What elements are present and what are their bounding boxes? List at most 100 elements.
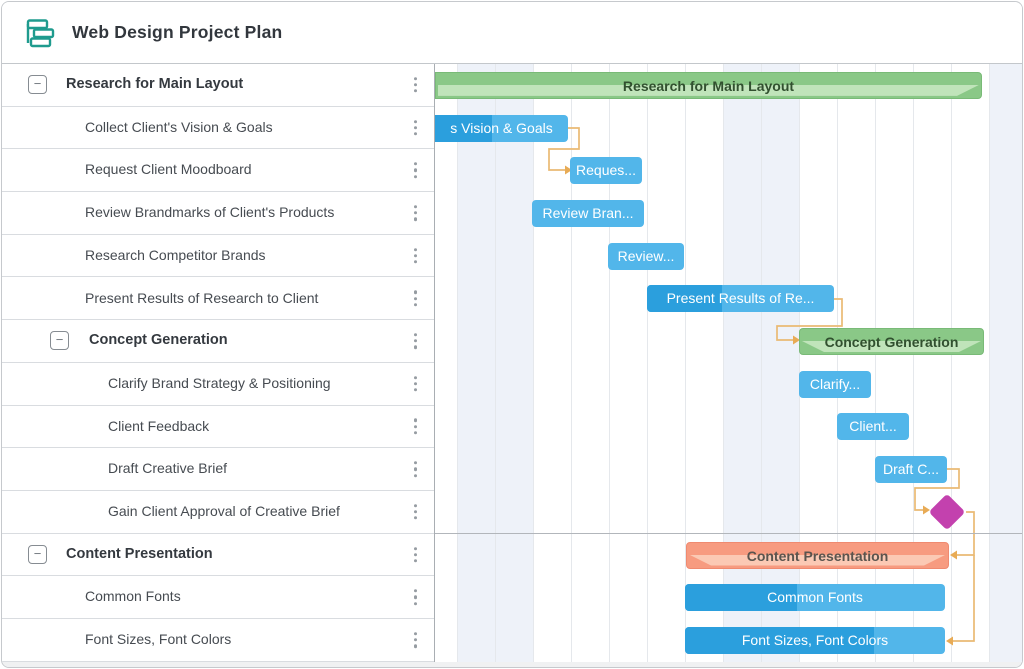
- bar-label: Client...: [849, 418, 897, 435]
- task-label: Concept Generation: [89, 332, 228, 349]
- row-menu-icon[interactable]: [411, 416, 420, 438]
- task-row: − Content Presentation: [2, 533, 434, 577]
- task-label: Gain Client Approval of Creative Brief: [108, 503, 340, 519]
- day-gridline: [723, 64, 724, 662]
- gantt-bar-task[interactable]: Common Fonts: [685, 584, 945, 612]
- collapse-button[interactable]: −: [28, 544, 47, 564]
- task-row: Collect Client's Vision & Goals: [2, 106, 434, 150]
- task-row: Request Client Moodboard: [2, 149, 434, 193]
- day-gridline: [799, 64, 800, 662]
- gantt-bar-task[interactable]: Present Results of Re...: [647, 285, 834, 313]
- bar-label: Concept Generation: [824, 334, 959, 351]
- bar-label: s Vision & Goals: [450, 119, 553, 136]
- row-menu-icon[interactable]: [411, 202, 420, 224]
- task-row: Clarify Brand Strategy & Positioning: [2, 362, 434, 406]
- task-row: Client Feedback: [2, 405, 434, 449]
- task-progress-fill: [685, 626, 874, 654]
- gantt-bar-task[interactable]: Draft C...: [875, 456, 947, 484]
- weekend-band: [989, 64, 1022, 662]
- task-row: Common Fonts: [2, 576, 434, 620]
- app-header: Web Design Project Plan: [2, 2, 1022, 64]
- bar-label: Content Presentation: [746, 547, 889, 564]
- gantt-bar-task[interactable]: Review Bran...: [532, 199, 644, 227]
- day-gridline: [647, 64, 648, 662]
- row-menu-icon[interactable]: [411, 245, 420, 267]
- task-label: Content Presentation: [66, 545, 213, 562]
- day-gridline: [989, 64, 990, 662]
- summary-remaining-strip: [802, 341, 981, 352]
- row-menu-icon[interactable]: [411, 586, 420, 608]
- row-menu-icon[interactable]: [411, 330, 420, 352]
- bar-label: Review Bran...: [542, 204, 634, 221]
- task-row: Font Sizes, Font Colors: [2, 619, 434, 662]
- task-label: Common Fonts: [85, 588, 181, 605]
- gantt-bar-task[interactable]: Reques...: [570, 157, 642, 185]
- gantt-bar-summary[interactable]: Concept Generation: [799, 328, 984, 356]
- bar-label: Common Fonts: [767, 589, 863, 606]
- day-gridline: [951, 64, 952, 662]
- task-row: Research Competitor Brands: [2, 234, 434, 278]
- task-label: Client Feedback: [108, 417, 210, 434]
- day-gridline: [685, 64, 686, 662]
- task-row: Present Results of Research to Client: [2, 277, 434, 321]
- bar-label: Research for Main Layout: [622, 77, 795, 94]
- task-label: Draft Creative Brief: [108, 460, 228, 477]
- page-title: Web Design Project Plan: [72, 22, 283, 42]
- gantt-chart-area: Research for Main Layout s Vision & Goals…: [435, 64, 1022, 662]
- row-menu-icon[interactable]: [411, 629, 420, 651]
- day-gridline: [913, 64, 914, 662]
- clipped-next-row: [2, 662, 1022, 667]
- day-gridline: [533, 64, 534, 662]
- task-progress-fill: [647, 285, 722, 313]
- gantt-bar-summary[interactable]: Content Presentation: [686, 541, 949, 569]
- gantt-bar-task[interactable]: Font Sizes, Font Colors: [685, 626, 945, 654]
- dependency-connectors: [548, 127, 975, 646]
- gantt-bar-task[interactable]: Clarify...: [799, 370, 871, 398]
- day-gridline: [761, 64, 762, 662]
- day-gridline: [457, 64, 458, 662]
- task-row: − Concept Generation: [2, 320, 434, 363]
- summary-remaining-strip: [689, 555, 946, 566]
- gantt-bar-summary[interactable]: Research for Main Layout: [435, 71, 982, 99]
- task-label: Request Client Moodboard: [85, 161, 252, 178]
- bar-label: Reques...: [576, 162, 636, 179]
- task-label: Present Results of Research to Client: [85, 289, 319, 306]
- collapse-button[interactable]: −: [28, 75, 47, 94]
- row-menu-icon[interactable]: [411, 501, 420, 523]
- day-gridline: [837, 64, 838, 662]
- row-menu-icon[interactable]: [411, 74, 420, 96]
- day-gridline: [609, 64, 610, 662]
- bar-label: Clarify...: [809, 375, 861, 392]
- task-row: − Research for Main Layout: [2, 64, 434, 107]
- task-row: Gain Client Approval of Creative Brief: [2, 491, 434, 534]
- row-menu-icon[interactable]: [411, 458, 420, 480]
- row-menu-icon[interactable]: [411, 117, 420, 139]
- bar-label: Present Results of Re...: [666, 290, 815, 307]
- task-row: Review Brandmarks of Client's Products: [2, 192, 434, 235]
- row-menu-icon[interactable]: [411, 288, 420, 310]
- task-label: Collect Client's Vision & Goals: [85, 118, 273, 135]
- gantt-bar-task[interactable]: Client...: [837, 413, 909, 441]
- gantt-bar-task[interactable]: Review...: [608, 242, 684, 270]
- task-label: Research Competitor Brands: [85, 246, 266, 263]
- day-gridline: [495, 64, 496, 662]
- task-progress-fill: [685, 584, 797, 612]
- task-label: Font Sizes, Font Colors: [85, 631, 232, 648]
- row-menu-icon[interactable]: [411, 544, 420, 566]
- summary-remaining-strip: [438, 85, 979, 96]
- bar-label: Font Sizes, Font Colors: [741, 631, 889, 648]
- day-gridline: [875, 64, 876, 662]
- row-menu-icon[interactable]: [411, 373, 420, 395]
- day-gridline: [571, 64, 572, 662]
- gantt-logo-icon: [26, 18, 55, 47]
- row-menu-icon[interactable]: [411, 159, 420, 181]
- collapse-button[interactable]: −: [50, 331, 69, 351]
- task-label: Clarify Brand Strategy & Positioning: [108, 374, 331, 391]
- gantt-bar-task[interactable]: s Vision & Goals: [435, 114, 568, 142]
- task-progress-fill: [435, 114, 492, 142]
- task-label: Research for Main Layout: [66, 76, 244, 92]
- section-separator-line: [435, 532, 1022, 535]
- bar-label: Draft C...: [882, 461, 939, 478]
